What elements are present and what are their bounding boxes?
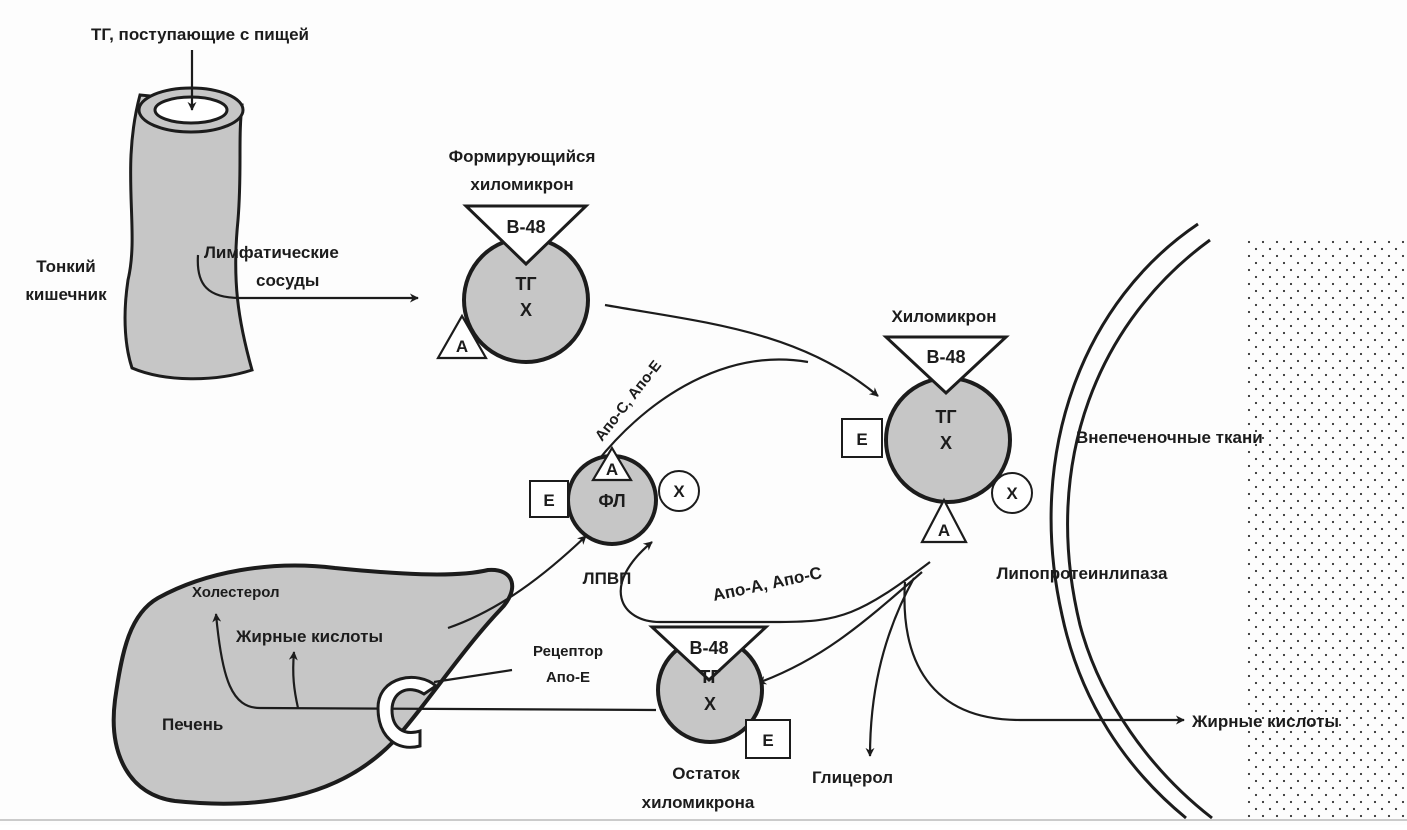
chylomicron-label: Хиломикрон <box>891 307 996 326</box>
liver <box>111 563 515 806</box>
nascent-chylomicron-label-1: Формирующийся <box>449 147 596 166</box>
remnant-core-x: Х <box>704 694 716 714</box>
apo-ce-label: Апо-C, Апо-E <box>592 357 665 444</box>
chylomicron-apo-x: X <box>1006 484 1018 503</box>
hdl-core-pl: ФЛ <box>598 491 625 511</box>
chylomicron-remnant <box>648 625 791 759</box>
remnant-apo-b48: B-48 <box>689 638 728 658</box>
glycerol-arrow <box>865 577 915 757</box>
hdl-apo-e: E <box>543 491 554 510</box>
liver-label: Печень <box>162 715 223 734</box>
apo-ac-label: Апо-A, Апо-C <box>711 563 824 605</box>
apo-e-receptor-shape <box>376 676 439 749</box>
nascent-apo-a: A <box>456 337 468 356</box>
nascent-apo-b48: B-48 <box>506 217 545 237</box>
remnant-core-tg: ТГ <box>699 667 720 687</box>
remnant-apo-e: E <box>762 731 773 750</box>
extrahepatic-tissue <box>1049 222 1407 820</box>
nascent-core-tg: ТГ <box>515 274 536 294</box>
extrahepatic-tissues-label: Внепеченочные ткани <box>1076 428 1263 447</box>
fatty-acids-out-arrow <box>903 581 1185 725</box>
lymphatic-label-2: сосуды <box>256 271 319 290</box>
nascent-core-x: Х <box>520 300 532 320</box>
remnant-arrow <box>757 571 923 685</box>
lymphatic-arrow <box>196 254 419 303</box>
receptor-label-1: Рецептор <box>533 643 603 660</box>
glycerol-label: Глицерол <box>812 768 893 787</box>
hdl-particle <box>529 445 700 546</box>
maturation-arrow <box>604 303 879 397</box>
remnant-uptake-arrow <box>212 613 657 712</box>
chylomicron-apo-e: E <box>856 430 867 449</box>
receptor-label-2: Апо-E <box>546 669 590 686</box>
small-intestine <box>123 86 254 381</box>
small-intestine-label-1: Тонкий <box>36 257 95 276</box>
fatty-acids-out-label: Жирные кислоты <box>1191 712 1339 731</box>
lymphatic-label-1: Лимфатические <box>204 243 339 262</box>
hdl-label: ЛПВП <box>583 569 632 588</box>
remnant-label-1: Остаток <box>672 764 740 783</box>
apo-ac-return-arrow <box>619 541 931 624</box>
remnant-label-2: хиломикрона <box>642 793 755 812</box>
nascent-chylomicron-label-2: хиломикрон <box>470 175 573 194</box>
liver-to-hdl-arrow <box>447 535 587 630</box>
hdl-apo-x: X <box>673 482 685 501</box>
receptor-pointer-line <box>433 668 513 684</box>
apo-ce-transfer-arc <box>595 358 809 464</box>
chylomicron-apo-b48: B-48 <box>926 347 965 367</box>
small-intestine-label-2: кишечник <box>25 285 107 304</box>
chylomicron-core-x: Х <box>940 433 952 453</box>
remnant-to-fatty-acids-arrow <box>288 651 300 709</box>
dietary-tg-label: ТГ, поступающие с пищей <box>91 25 309 44</box>
hdl-apo-a: A <box>606 460 618 479</box>
liver-fatty-acids-label: Жирные кислоты <box>235 627 383 646</box>
chylomicron-apo-a: A <box>938 521 950 540</box>
cholesterol-label: Холестерол <box>192 584 280 601</box>
chylomicron-core-tg: ТГ <box>935 407 956 427</box>
nascent-chylomicron <box>436 204 590 364</box>
lipoprotein-lipase-label: Липопротеинлипаза <box>996 564 1168 583</box>
chylomicron <box>841 335 1033 544</box>
